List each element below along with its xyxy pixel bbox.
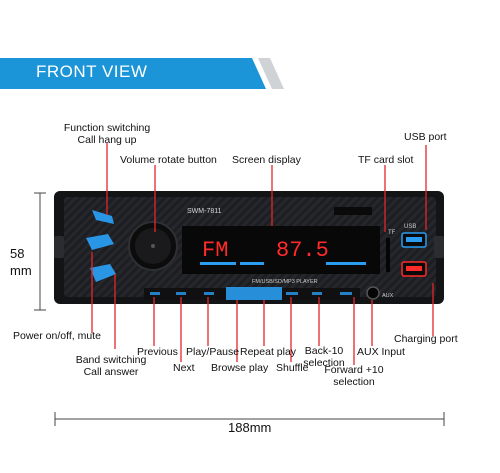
label-shuffle: Shuffle	[276, 362, 309, 374]
label-tf-card-slot: TF card slot	[358, 154, 414, 166]
svg-text:USB: USB	[404, 224, 416, 230]
height-dimension-line	[34, 192, 46, 311]
svg-text:AUX: AUX	[382, 293, 394, 299]
button-strip	[144, 287, 360, 300]
svg-text:FM: FM	[202, 238, 228, 263]
svg-text:TF: TF	[388, 230, 396, 236]
banner-title: FRONT VIEW	[36, 62, 148, 81]
screen-display	[182, 226, 380, 274]
label-power: Power on/off, mute	[13, 330, 101, 342]
label-function-switching: Function switching Call hang up	[63, 122, 151, 146]
model-name: SWM-7811	[187, 208, 222, 215]
blue-accent-lights	[86, 210, 116, 282]
label-charging-port: Charging port	[394, 333, 458, 345]
svg-text:87.5: 87.5	[276, 238, 329, 263]
player-subtitle: FM/USB/SD/MP3 PLAYER	[252, 279, 318, 285]
label-previous: Previous	[137, 346, 178, 358]
label-screen-display: Screen display	[232, 154, 301, 166]
label-browse-play: Browse play	[211, 362, 269, 374]
aux-jack	[366, 286, 380, 300]
label-forward-10: Forward +10 selection	[324, 364, 384, 388]
width-dimension: 188mm	[228, 420, 272, 435]
pointer-lines	[91, 143, 434, 365]
label-band-switching: Band switching Call answer	[75, 354, 147, 378]
label-back-10: Back-10 selection	[303, 345, 345, 369]
label-volume-rotate: Volume rotate button	[120, 154, 217, 166]
label-next: Next	[173, 362, 195, 374]
label-usb-port: USB port	[404, 131, 447, 143]
width-dimension-line	[54, 412, 445, 426]
front-view-banner	[0, 58, 284, 89]
label-repeat-play: Repeat play	[240, 346, 297, 358]
tf-card-slot	[386, 238, 390, 272]
label-play-pause: Play/Pause	[186, 346, 240, 358]
label-aux-input: AUX Input	[357, 346, 405, 358]
eq-bars	[200, 262, 366, 265]
height-dimension: 58 mm	[10, 246, 32, 278]
